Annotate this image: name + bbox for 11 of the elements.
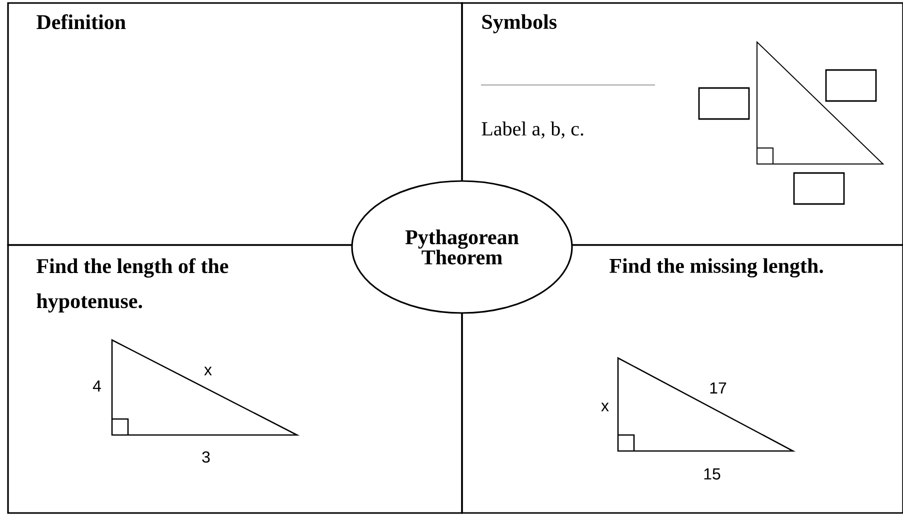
panel-heading: Definition bbox=[36, 14, 126, 30]
side-label: 17 bbox=[710, 382, 726, 394]
side-label: 15 bbox=[704, 468, 720, 480]
side-label: x bbox=[601, 402, 609, 412]
instruction-text: Label a, b, c. bbox=[482, 122, 584, 138]
side-label: 3 bbox=[202, 451, 210, 463]
panel-heading: Symbols bbox=[482, 14, 557, 34]
side-label: x bbox=[204, 366, 212, 376]
panel-heading: Find the length of the hypotenuse. bbox=[36, 258, 228, 313]
panel-heading: Find the missing length. bbox=[610, 258, 823, 278]
side-label: 4 bbox=[92, 380, 101, 392]
